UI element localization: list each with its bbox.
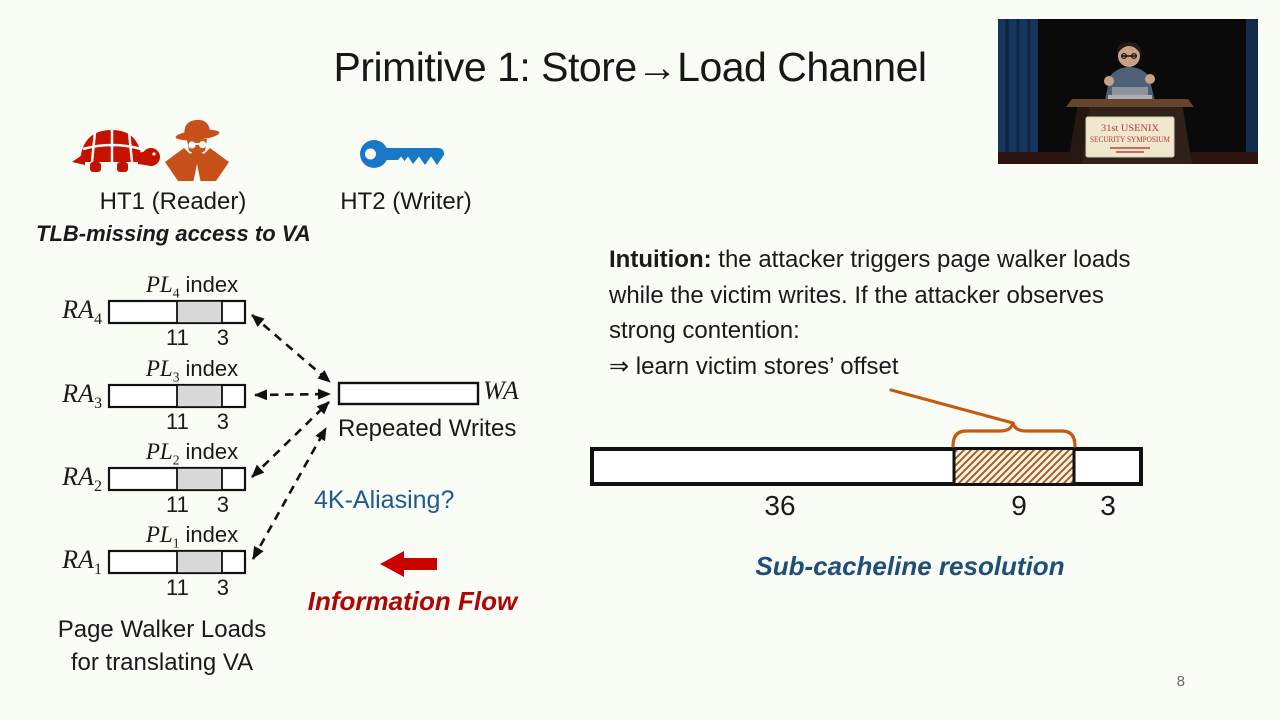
aliasing-links (251, 314, 331, 560)
aliasing-question-label: 4K-Aliasing? (314, 486, 455, 514)
conclusion-line: ⇒ learn victim stores’ offset (609, 352, 899, 380)
bar-segment-3-label: 3 (1100, 490, 1116, 521)
ra2-box (107, 466, 247, 492)
ra1-box (107, 549, 247, 575)
bit-11: 11 (166, 325, 189, 350)
ht2-label: HT2 (Writer) (340, 188, 472, 215)
ra3-label: RA3 (62, 379, 102, 413)
ra4-bit-indices: 11 3 (166, 325, 229, 351)
turtle-icon (72, 130, 160, 172)
ht1-label: HT1 (Reader) (99, 188, 247, 215)
podium-sign (1085, 116, 1175, 158)
ra4-label: RA4 (62, 295, 102, 329)
sub-cacheline-caption: Sub-cacheline resolution (755, 551, 1065, 581)
page-number: 8 (1176, 673, 1185, 690)
tlb-missing-note: TLB-missing access to VA (36, 221, 311, 246)
wa-label: WA (483, 376, 519, 405)
offset-brace (889, 388, 1077, 448)
key-icon (360, 140, 444, 168)
podium: 31st USENIX SECURITY SYMPOSIUM (1066, 99, 1194, 164)
hatched-segment (954, 450, 1074, 483)
slide-title: Primitive 1: Store→Load Channel (333, 44, 927, 90)
sign-line-1: 31st USENIX (1101, 123, 1160, 133)
pl-suffix: index (185, 272, 239, 297)
wa-box (337, 381, 480, 406)
ra2-label: RA2 (62, 462, 102, 496)
repeated-writes-label: Repeated Writes (338, 415, 517, 442)
bar-segment-9-label: 9 (1011, 490, 1027, 521)
pl4-index-label: PL4 index (133, 272, 251, 301)
presenter-scene: 31st USENIX SECURITY SYMPOSIUM (998, 19, 1258, 164)
spy-icon (165, 119, 229, 181)
bar-segment-36-label: 36 (764, 490, 796, 521)
information-flow-label: Information Flow (307, 586, 518, 616)
sign-line-2: SECURITY SYMPOSIUM (1090, 135, 1170, 144)
ra4-box (107, 299, 247, 325)
page-walker-caption: Page Walker Loads for translating VA (36, 613, 288, 679)
bit-3: 3 (216, 325, 229, 350)
presenter-video: 31st USENIX SECURITY SYMPOSIUM (998, 19, 1258, 164)
pl-sub: 4 (172, 285, 180, 301)
ra3-box (107, 383, 247, 409)
pl-base: PL (145, 272, 173, 297)
information-flow-arrow (380, 551, 437, 577)
intuition-prefix: Intuition: (609, 246, 712, 273)
intuition-text: Intuition: the attacker triggers page wa… (609, 242, 1131, 384)
caption-line-1: Page Walker Loads (57, 616, 267, 643)
ra1-label: RA1 (62, 545, 102, 579)
offset-bar (590, 447, 1143, 486)
caption-line-2: for translating VA (70, 649, 254, 676)
